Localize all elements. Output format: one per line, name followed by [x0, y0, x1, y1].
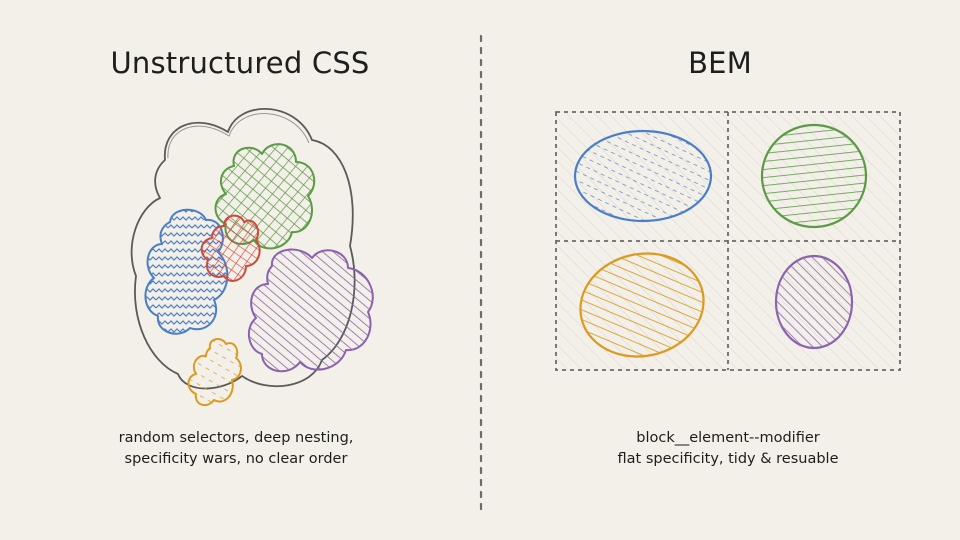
bem-purple-ellipse	[774, 254, 854, 350]
unstructured-css-caption: random selectors, deep nesting, specific…	[0, 428, 476, 470]
bem-green-ellipse	[760, 123, 868, 229]
bem-caption: block__element--modifier flat specificit…	[488, 428, 960, 470]
bem-blue-ellipse	[573, 129, 713, 223]
outer-cloud-outline	[130, 108, 356, 390]
unstructured-caption-line-2: specificity wars, no clear order	[124, 451, 348, 467]
unstructured-cluster	[130, 108, 374, 407]
purple-hatched-cloud	[247, 248, 374, 373]
bem-caption-line-2: flat specificity, tidy & resuable	[617, 451, 839, 467]
unstructured-css-title: Unstructured CSS	[110, 46, 370, 80]
orange-dashed-cloud	[187, 338, 242, 407]
bem-caption-line-1: block__element--modifier	[636, 430, 820, 446]
bem-grid	[555, 111, 901, 371]
bem-orange-ellipse	[579, 252, 705, 358]
red-crosshatch-cloud	[200, 214, 261, 282]
bem-title: BEM	[688, 46, 752, 80]
unstructured-caption-line-1: random selectors, deep nesting,	[118, 430, 354, 446]
